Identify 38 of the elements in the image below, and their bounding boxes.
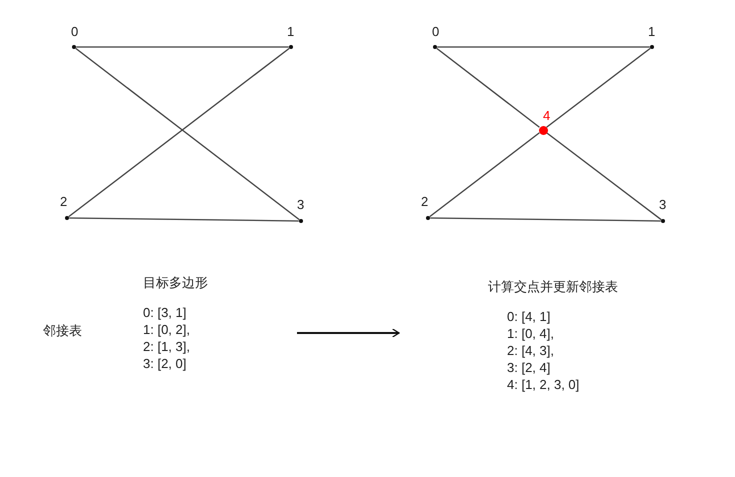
vertex-point	[650, 44, 654, 50]
adjacency-entry: 1: [0, 4],	[507, 325, 555, 342]
adjacency-entry: 0: [4, 1]	[507, 308, 552, 325]
vertex-label: 0	[71, 24, 78, 39]
adjacency-entry: 1: [0, 2],	[143, 321, 191, 338]
adjacency-entry: 3: [2, 4]	[507, 359, 552, 376]
vertex-point	[298, 218, 304, 224]
adjacency-entry: 0: [3, 1]	[143, 304, 188, 321]
row-label: 邻接表	[43, 323, 82, 338]
vertex-label: 1	[648, 24, 656, 39]
vertex-point	[288, 44, 294, 50]
vertex-point	[72, 44, 76, 50]
intersection-point	[538, 126, 548, 134]
polygon-edge	[546, 132, 662, 220]
vertex-label: 3	[659, 197, 666, 212]
adjacency-entry: 4: [1, 2, 3, 0]	[507, 376, 580, 393]
polygon-edge	[69, 217, 299, 222]
vertex-point	[432, 44, 438, 50]
adjacency-entry: 3: [2, 0]	[143, 355, 188, 372]
vertex-label: 2	[60, 194, 68, 209]
polygon-edge	[430, 217, 661, 222]
polygon-edge	[546, 48, 651, 128]
polygon-edge	[76, 46, 289, 48]
vertex-point	[660, 218, 666, 224]
list-heading: 计算交点并更新邻接表	[488, 278, 619, 295]
vertex-label: 0	[432, 24, 440, 39]
polygon-edge	[436, 48, 540, 128]
vertex-label: 1	[287, 24, 294, 39]
adjacency-entry: 2: [4, 3],	[507, 342, 555, 359]
polygon-edge	[437, 46, 650, 48]
vertex-point	[426, 216, 430, 220]
vertex-label: 3	[297, 197, 304, 212]
vertex-label: 4	[543, 108, 550, 123]
vertex-point	[64, 216, 70, 220]
list-heading: 目标多边形	[143, 274, 209, 291]
polygon-edge	[429, 132, 540, 218]
adjacency-entry: 2: [1, 3],	[143, 338, 191, 355]
vertex-label: 2	[421, 194, 428, 209]
